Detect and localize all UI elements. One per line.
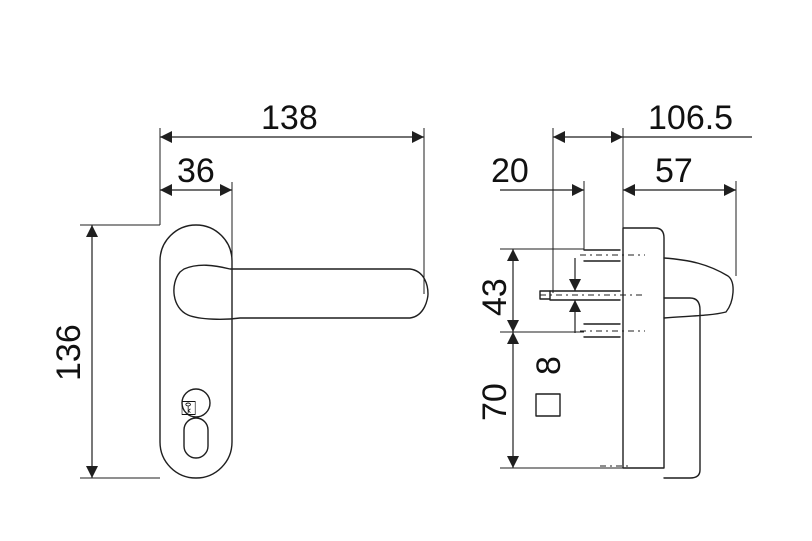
cylinder-head <box>181 388 211 418</box>
cylinder-slot <box>183 417 209 459</box>
side-lower-block <box>663 297 701 479</box>
dimension-labels: 138 36 136 106.5 20 57 43 70 8 <box>50 99 733 421</box>
side-view <box>535 227 734 479</box>
label-106-5: 106.5 <box>648 99 733 137</box>
label-70: 70 <box>476 383 514 421</box>
label-8: 8 <box>530 356 568 375</box>
side-handle-profile <box>663 257 734 319</box>
front-view: ⚿ <box>159 224 429 479</box>
dimension-lines <box>86 131 752 478</box>
label-20: 20 <box>491 152 529 190</box>
label-138: 138 <box>261 99 318 137</box>
front-backplate <box>159 224 233 479</box>
square-spindle-symbol <box>535 393 561 417</box>
label-136: 136 <box>50 324 88 381</box>
front-lever-handle <box>173 264 429 320</box>
label-36: 36 <box>177 152 215 190</box>
label-43: 43 <box>476 278 514 316</box>
side-main-body <box>622 227 665 469</box>
extension-lines <box>80 128 737 479</box>
key-icon: ⚿ <box>181 398 196 420</box>
label-57: 57 <box>655 152 693 190</box>
